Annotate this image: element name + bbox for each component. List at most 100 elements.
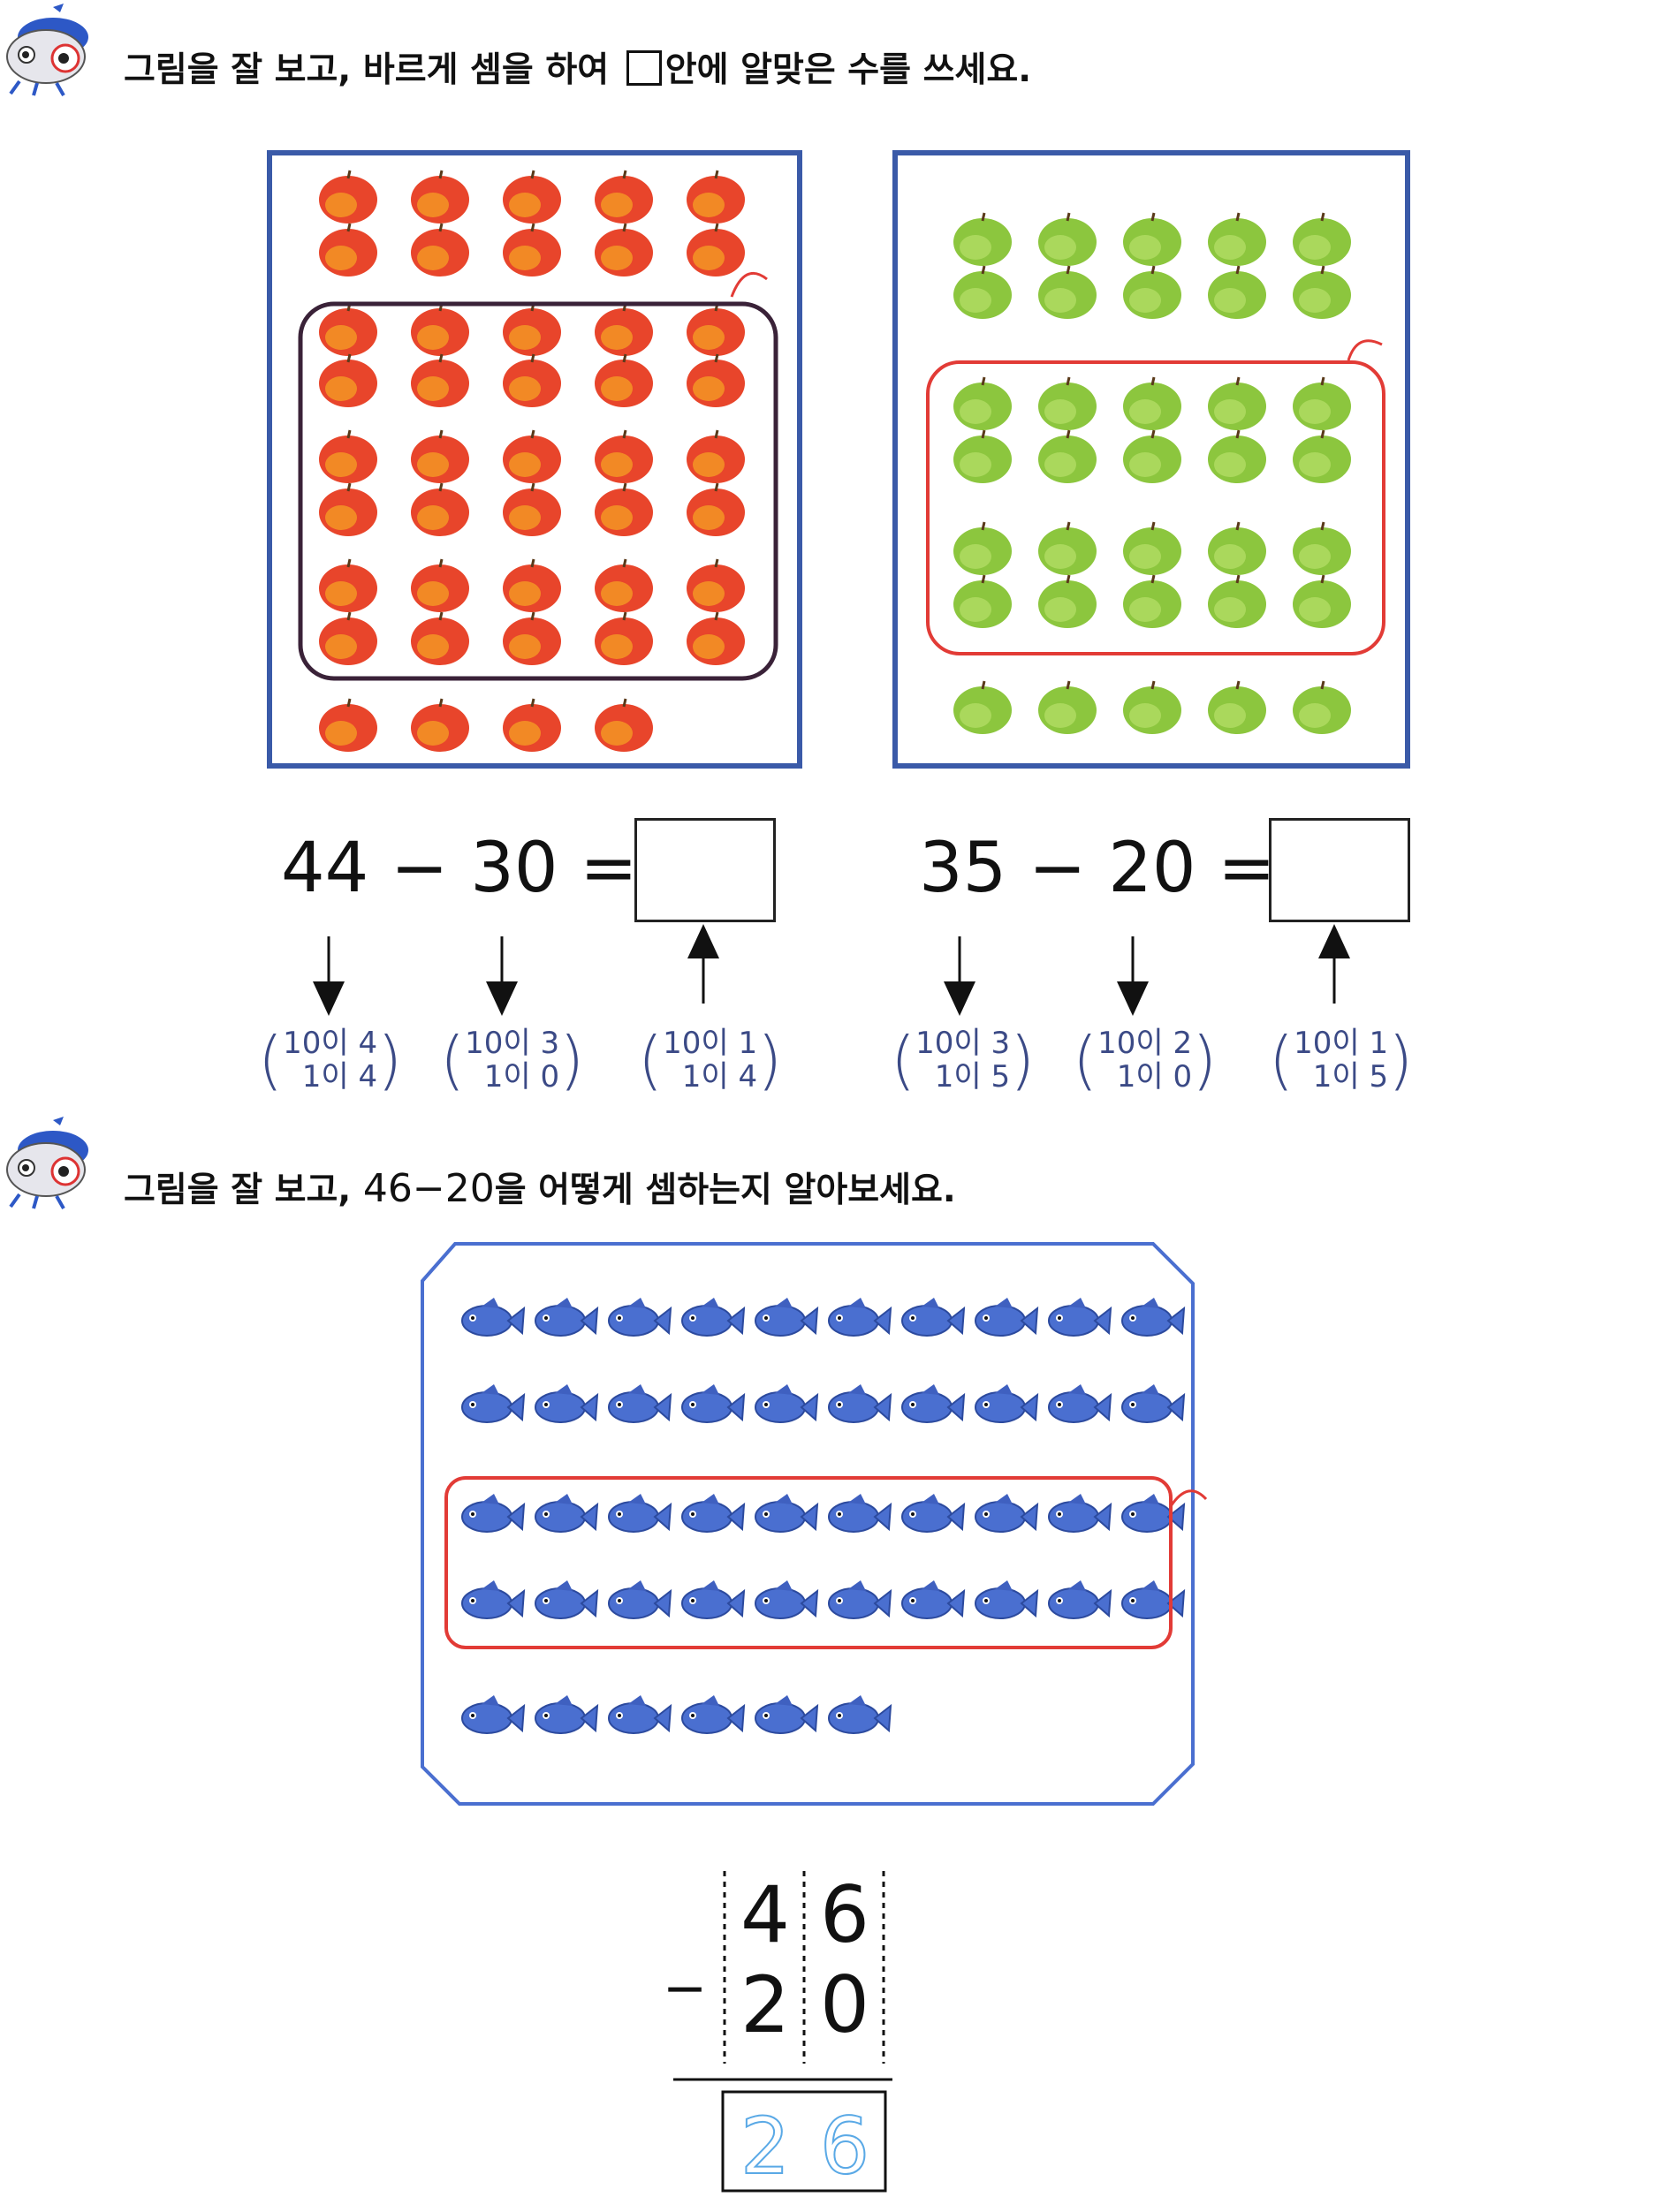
green-apple xyxy=(1293,429,1351,483)
fish-icon xyxy=(1048,1384,1112,1423)
green-apple xyxy=(1038,680,1097,734)
green-apple xyxy=(953,265,1012,319)
red-apple xyxy=(411,429,469,483)
red-apple xyxy=(319,429,377,483)
down-arrow-icon xyxy=(313,936,1149,1016)
pv-tens: 10이 4 xyxy=(283,1026,378,1061)
green-apple xyxy=(1208,376,1266,430)
green-apple xyxy=(953,574,1012,628)
red-apple xyxy=(595,429,653,483)
red-apple xyxy=(687,170,745,223)
pv-tens: 10이 2 xyxy=(1097,1026,1193,1061)
red-apple xyxy=(687,482,745,536)
fish-icon xyxy=(461,1298,526,1337)
eq2-eq: = xyxy=(1218,829,1276,908)
fish-icon xyxy=(828,1580,892,1619)
green-apple-panel xyxy=(892,150,1410,769)
arrows-layer xyxy=(313,924,1350,1016)
fish-icon xyxy=(1121,1298,1186,1337)
green-apple xyxy=(1293,521,1351,575)
fish-icon xyxy=(755,1384,819,1423)
red-apple xyxy=(503,302,561,356)
red-apple xyxy=(595,170,653,223)
green-apple xyxy=(1293,680,1351,734)
circle-arrow-icon xyxy=(1347,339,1383,361)
green-apple xyxy=(1038,265,1097,319)
fish-icon xyxy=(681,1580,746,1619)
fish-icon xyxy=(608,1580,672,1619)
fish-icon xyxy=(1048,1298,1112,1337)
green-apple xyxy=(1038,212,1097,266)
eq1-op: − xyxy=(391,829,449,908)
red-apple xyxy=(319,353,377,407)
pv-ones: 1이 5 xyxy=(1312,1059,1389,1095)
red-apple xyxy=(503,429,561,483)
mascot-icon xyxy=(2,1115,108,1212)
eq2-a: 35 xyxy=(919,829,1007,908)
vertical-subtraction: 4 6 − 2 0 2 6 xyxy=(654,1869,901,2205)
red-apple xyxy=(319,223,377,276)
red-apple xyxy=(411,482,469,536)
green-apple xyxy=(1208,680,1266,734)
group-circle xyxy=(926,360,1385,655)
green-apple xyxy=(953,521,1012,575)
answer-ones-digit: 6 xyxy=(819,2100,870,2193)
fish-icon xyxy=(755,1695,819,1734)
fish-icon xyxy=(901,1298,966,1337)
red-apple xyxy=(595,353,653,407)
instruction-2-text-a: 그림을 잘 보고, xyxy=(124,1170,363,1210)
fish-icon xyxy=(681,1695,746,1734)
fish-icon xyxy=(975,1494,1039,1533)
fish-icon xyxy=(608,1298,672,1337)
green-apple xyxy=(1208,212,1266,266)
pv-tens: 10이 1 xyxy=(1294,1026,1389,1061)
red-apple xyxy=(503,482,561,536)
red-apple xyxy=(319,302,377,356)
red-apple xyxy=(687,223,745,276)
green-apple xyxy=(953,212,1012,266)
fish-panel xyxy=(421,1242,1208,1806)
fish-icon xyxy=(1048,1580,1112,1619)
eq1-answer-box[interactable] xyxy=(634,818,776,922)
fish-icon xyxy=(828,1695,892,1734)
red-apple xyxy=(411,558,469,612)
equation-1: 44 − 30 = xyxy=(281,829,638,908)
green-apple xyxy=(1123,376,1181,430)
fish-icon xyxy=(1121,1384,1186,1423)
green-apple xyxy=(1293,574,1351,628)
green-apple xyxy=(1123,429,1181,483)
fish-icon xyxy=(755,1494,819,1533)
instruction-1-text-b: 안에 알맞은 수를 쓰세요. xyxy=(664,50,1032,90)
green-apple xyxy=(1038,574,1097,628)
red-apple xyxy=(319,170,377,223)
instruction-2-text-b: 을 어떻게 셈하는지 알아보세요. xyxy=(494,1170,956,1210)
fish-icon xyxy=(975,1580,1039,1619)
bottom-ones-digit: 0 xyxy=(820,1959,869,2050)
red-apple xyxy=(319,698,377,752)
red-apple xyxy=(687,429,745,483)
red-apple xyxy=(411,170,469,223)
fish-icon xyxy=(681,1298,746,1337)
pv-tens: 10이 1 xyxy=(663,1026,758,1061)
red-apple xyxy=(411,698,469,752)
fish-icon xyxy=(1121,1580,1186,1619)
pv-tens: 10이 3 xyxy=(915,1026,1011,1061)
mascot-icon xyxy=(2,2,108,99)
green-apple xyxy=(1123,521,1181,575)
bottom-tens-digit: 2 xyxy=(740,1959,790,2050)
minus-sign: − xyxy=(662,1958,708,2019)
green-apple xyxy=(1293,376,1351,430)
fish-icon xyxy=(535,1298,599,1337)
fish-icon xyxy=(608,1494,672,1533)
green-apple xyxy=(1038,521,1097,575)
instruction-1-text-a: 그림을 잘 보고, 바르게 셈을 하여 xyxy=(124,50,621,90)
pv-ones: 1이 5 xyxy=(934,1059,1011,1095)
eq2-answer-box[interactable] xyxy=(1269,818,1410,922)
fish-icon xyxy=(975,1384,1039,1423)
fish-icon xyxy=(901,1494,966,1533)
fish-icon xyxy=(681,1494,746,1533)
fish-icon xyxy=(828,1494,892,1533)
answer-box-glyph xyxy=(626,50,662,86)
